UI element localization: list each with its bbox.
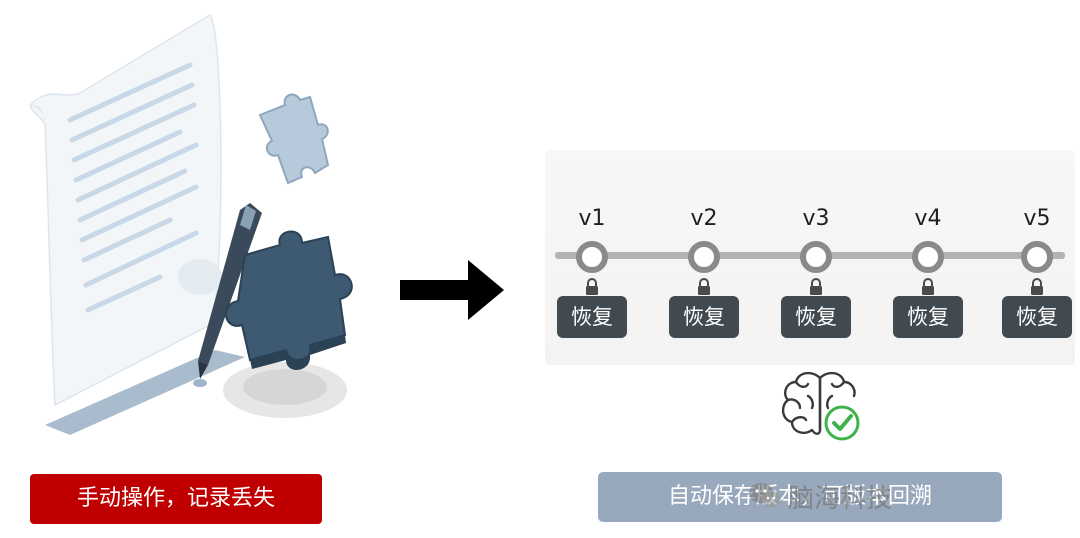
restore-button[interactable]: 恢复 xyxy=(669,296,739,338)
brain-icon xyxy=(781,371,860,441)
restore-button[interactable]: 恢复 xyxy=(781,296,851,338)
puzzle-piece-icon xyxy=(258,93,330,185)
document-icon xyxy=(29,14,245,435)
version-label: v5 xyxy=(1023,206,1051,231)
lock-icon xyxy=(586,278,598,295)
version-label: v2 xyxy=(690,206,718,231)
watermark-text: 脑海科技 xyxy=(788,483,893,514)
version-label: v4 xyxy=(914,206,942,231)
wechat-icon xyxy=(749,483,781,508)
version-timeline: v1 恢复 v2 恢复 v3 恢复 v4 恢复 v5 恢复 xyxy=(545,150,1075,365)
watermark: 脑海科技 xyxy=(748,474,892,518)
check-icon xyxy=(824,405,860,441)
auto-label: 自动保存版本，可版本回溯 xyxy=(598,472,1002,522)
lock-icon xyxy=(922,278,934,295)
restore-button[interactable]: 恢复 xyxy=(1002,296,1072,338)
version-label: v3 xyxy=(802,206,830,231)
pen-icon xyxy=(193,203,262,387)
version-node[interactable] xyxy=(800,241,832,273)
manual-illustration xyxy=(29,14,353,435)
arrow-right-icon xyxy=(400,260,504,320)
version-node[interactable] xyxy=(576,241,608,273)
version-node[interactable] xyxy=(912,241,944,273)
version-node[interactable] xyxy=(1021,241,1053,273)
version-label: v1 xyxy=(578,206,606,231)
restore-button[interactable]: 恢复 xyxy=(893,296,963,338)
manual-label: 手动操作，记录丢失 xyxy=(30,474,322,524)
lock-icon xyxy=(698,278,710,295)
version-node[interactable] xyxy=(688,241,720,273)
lock-icon xyxy=(1031,278,1043,295)
lock-icon xyxy=(810,278,822,295)
restore-button[interactable]: 恢复 xyxy=(557,296,627,338)
